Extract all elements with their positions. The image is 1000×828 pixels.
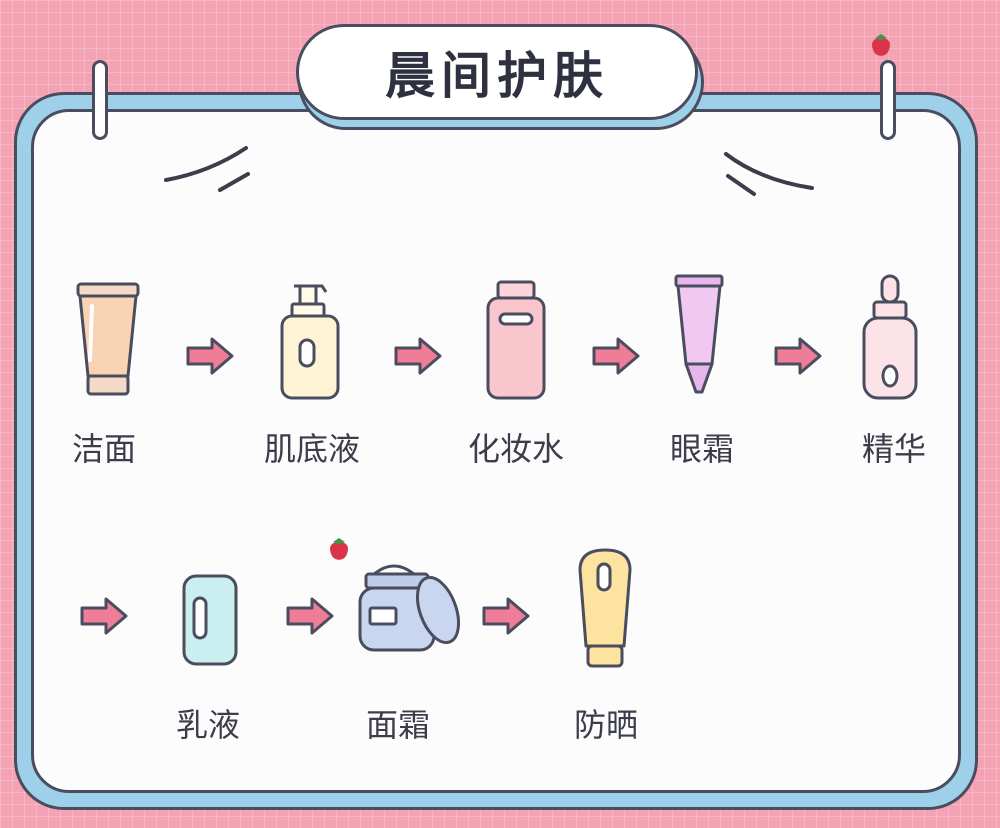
- arrow-right-icon: [482, 597, 530, 635]
- step-label: 洁面: [71, 430, 136, 468]
- left-clip: [92, 60, 108, 140]
- strawberry-icon: [330, 538, 348, 560]
- lotion-bottle-icon: [182, 574, 238, 666]
- board-panel: [31, 109, 961, 793]
- step-label: 防晒: [573, 706, 638, 744]
- step-label: 化妆水: [467, 430, 564, 468]
- arrow-right-icon: [80, 597, 128, 635]
- step-label: 肌底液: [263, 430, 360, 468]
- arrow-right-icon: [774, 337, 822, 375]
- arrow-right-icon: [186, 337, 234, 375]
- strawberry-icon: [872, 34, 890, 56]
- step-label: 面霜: [365, 706, 430, 744]
- toner-bottle-icon: [486, 280, 546, 400]
- page-title: 晨间护肤: [385, 47, 609, 105]
- arrow-right-icon: [394, 337, 442, 375]
- eye-cream-tube-icon: [674, 274, 724, 394]
- cream-jar-icon: [358, 564, 461, 652]
- arrow-right-icon: [286, 597, 334, 635]
- sunscreen-tube-icon: [578, 548, 632, 668]
- title-badge: 晨间护肤: [296, 24, 698, 120]
- right-clip: [880, 60, 896, 140]
- sparkle-lines-left: [164, 146, 250, 192]
- step-label: 眼霜: [669, 430, 734, 468]
- arrow-right-icon: [592, 337, 640, 375]
- step-label: 乳液: [175, 706, 240, 744]
- pump-bottle-icon: [280, 284, 340, 400]
- board-frame: [14, 92, 978, 810]
- sparkle-lines-right: [724, 152, 814, 196]
- cleanser-tube-icon: [76, 282, 140, 396]
- serum-dropper-icon: [862, 274, 918, 400]
- step-label: 精华: [861, 430, 926, 468]
